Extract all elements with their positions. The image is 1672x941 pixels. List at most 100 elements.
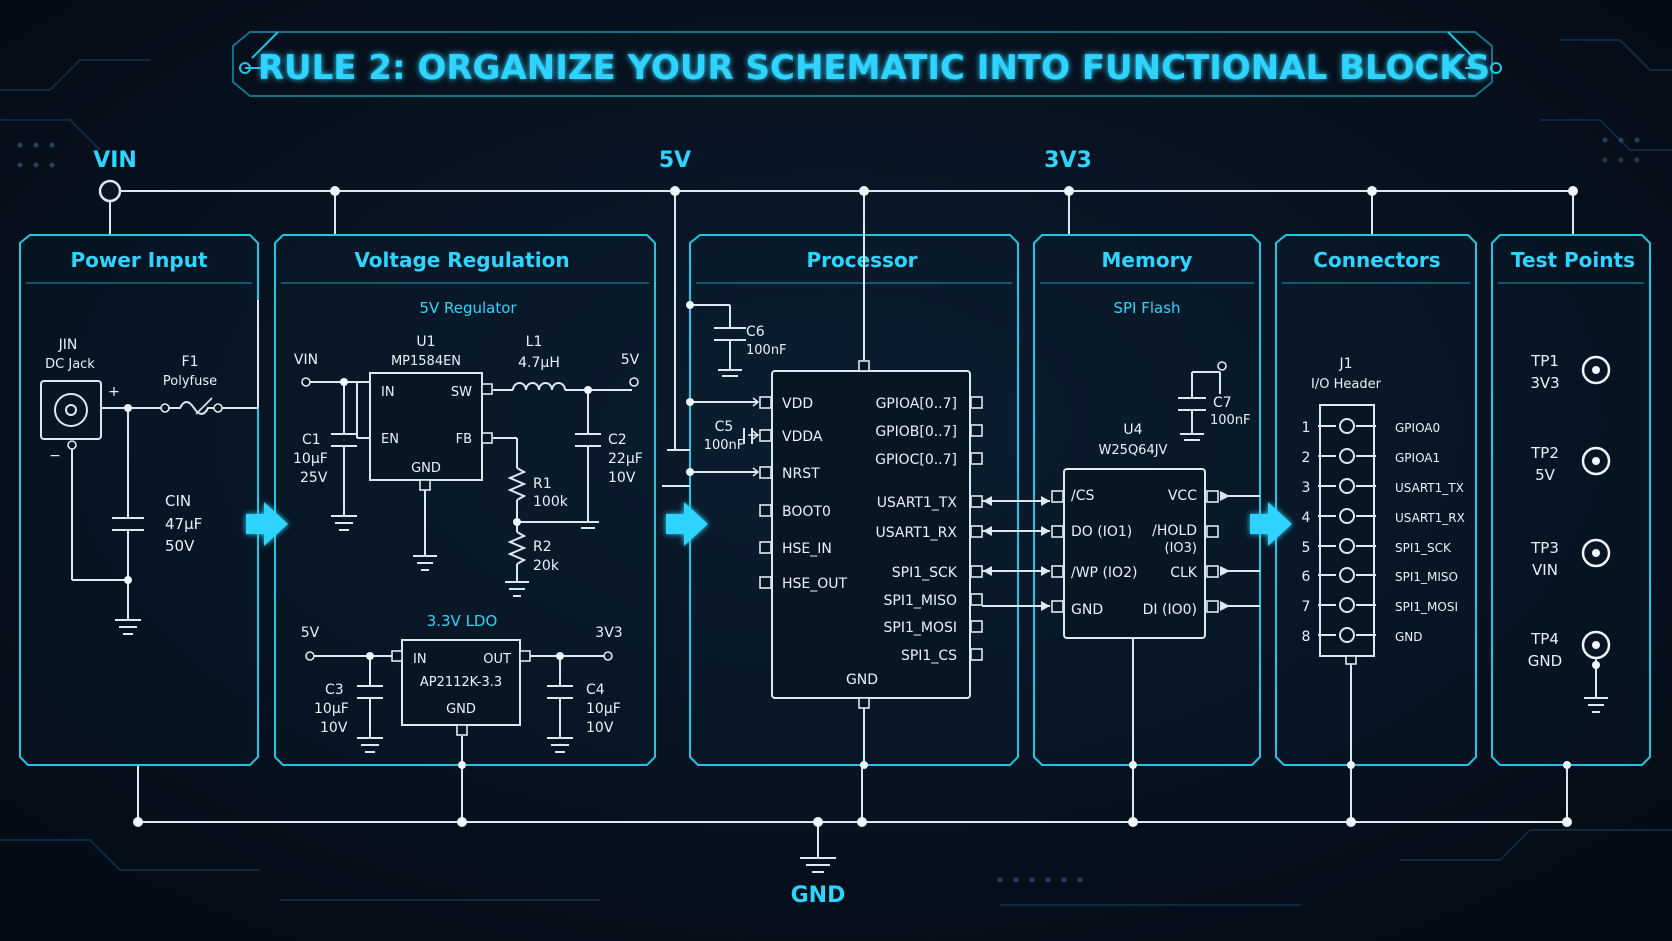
ldo-wiring xyxy=(314,655,604,765)
u1-pin-sw-label: SW xyxy=(451,385,472,400)
junction xyxy=(860,761,868,769)
reg5v-vin-terminal xyxy=(301,377,311,387)
c7-value: 100nF xyxy=(1210,413,1251,428)
j1-signal-7: SPI1_MOSI xyxy=(1395,600,1458,614)
junction xyxy=(124,576,132,584)
rail-label-vin: VIN xyxy=(93,148,137,173)
cin-value: 47μF xyxy=(165,515,202,533)
spi-bus-wiring xyxy=(982,500,1050,607)
block-title-connectors: Connectors xyxy=(1313,248,1440,272)
flash-pin-di: DI (IO0) xyxy=(1143,602,1197,618)
j1-signal-6: SPI1_MISO xyxy=(1395,570,1458,584)
ldo-pin-out-label: OUT xyxy=(483,652,511,667)
ldo-5v-terminal xyxy=(305,651,315,661)
mcu-left-pin-stubs xyxy=(748,396,772,589)
r2-value: 20k xyxy=(533,558,560,574)
reg5v-5v-terminal xyxy=(629,377,639,387)
ldo-subtitle: 3.3V LDO xyxy=(427,612,498,630)
junction xyxy=(686,301,694,309)
c7-3v3-terminal xyxy=(1217,361,1227,371)
inductor-l1 xyxy=(512,382,566,391)
jin-minus: − xyxy=(49,448,61,464)
u1-part: MP1584EN xyxy=(391,354,461,369)
flash-pin-clk: CLK xyxy=(1170,565,1198,581)
junction xyxy=(686,468,694,476)
ldo-pin-out xyxy=(519,650,531,662)
ldo-3v3-terminal xyxy=(603,651,613,661)
polyfuse-symbol xyxy=(160,397,223,415)
cin-ref: CIN xyxy=(165,492,191,510)
c2-ref: C2 xyxy=(608,432,627,448)
u1-pin-fb xyxy=(481,432,493,444)
c3-value: 10μF xyxy=(314,701,349,717)
mcu-right-pin-stubs xyxy=(970,396,983,661)
c1-ref: C1 xyxy=(302,432,321,448)
flash-pin-stubs xyxy=(1051,490,1230,613)
rail-label-3v3: 3V3 xyxy=(1044,148,1092,173)
flash-pin-vcc: VCC xyxy=(1168,488,1197,504)
tp2-ref: TP2 xyxy=(1530,444,1559,462)
r1-ref: R1 xyxy=(533,476,552,492)
test-point-symbols xyxy=(1563,355,1611,769)
j1-pin-number-3: 3 xyxy=(1302,480,1311,496)
reg5v-vout-label: 5V xyxy=(621,352,640,368)
mcu-pin-usart1-tx: USART1_TX xyxy=(877,495,958,511)
mcu-pin-gnd: GND xyxy=(846,672,878,688)
j1-wiring xyxy=(1318,425,1376,765)
c7-ref: C7 xyxy=(1213,395,1232,411)
u1-pin-in-label: IN xyxy=(381,385,395,400)
junction xyxy=(340,378,348,386)
j1-pin-number-8: 8 xyxy=(1302,629,1311,645)
u1-pin-gnd xyxy=(419,479,431,491)
junction xyxy=(513,518,521,526)
ldo-pin-gnd-label: GND xyxy=(446,702,476,717)
c3-voltage: 10V xyxy=(320,720,348,736)
mcu-pin-usart1-rx: USART1_RX xyxy=(876,525,958,541)
c4-voltage: 10V xyxy=(586,720,614,736)
junction xyxy=(366,652,374,660)
j1-pin-number-6: 6 xyxy=(1302,569,1311,585)
rail-label-5v: 5V xyxy=(659,148,691,173)
c2-voltage: 10V xyxy=(608,470,636,486)
rail-drops xyxy=(109,191,1574,873)
dc-jack-symbol xyxy=(40,380,102,450)
power-input-wiring xyxy=(71,300,259,635)
mcu-pin-vdd-top xyxy=(858,360,870,372)
j1-pin-number-7: 7 xyxy=(1302,599,1311,615)
reg5v-wiring xyxy=(310,381,632,597)
j1-pin-number-4: 4 xyxy=(1302,510,1311,526)
r1-value: 100k xyxy=(533,494,569,510)
j1-pins xyxy=(1339,418,1355,643)
reg5v-subtitle: 5V Regulator xyxy=(419,299,517,317)
mcu-pin-hse-out: HSE_OUT xyxy=(782,576,848,592)
junction xyxy=(458,761,466,769)
f1-ref: F1 xyxy=(182,354,199,370)
junction xyxy=(1347,761,1355,769)
j1-signal-5: SPI1_SCK xyxy=(1395,541,1452,555)
jin-name: DC Jack xyxy=(45,357,95,372)
l1-ref: L1 xyxy=(526,334,543,350)
tp3-net: VIN xyxy=(1532,561,1558,579)
mcu-pin-spi1-miso: SPI1_MISO xyxy=(884,593,957,609)
junction xyxy=(686,398,694,406)
mcu-pin-vdd: VDD xyxy=(782,396,813,412)
background-dots xyxy=(17,137,1640,883)
c6-value: 100nF xyxy=(746,343,787,358)
ldo-vout-label: 3V3 xyxy=(595,625,622,641)
j1-ref: J1 xyxy=(1338,356,1352,372)
flash-pin-cs: /CS xyxy=(1071,488,1094,504)
mcu-pin-boot0: BOOT0 xyxy=(782,504,831,520)
mcu-pin-vdda: VDDA xyxy=(782,429,823,445)
l1-value: 4.7μH xyxy=(518,355,560,371)
c5-ref: C5 xyxy=(715,419,734,435)
j1-pin-number-2: 2 xyxy=(1302,450,1311,466)
ldo-pin-in xyxy=(391,650,403,662)
ldo-pin-in-label: IN xyxy=(413,652,427,667)
flash-pin-hold-sub: (IO3) xyxy=(1165,541,1197,556)
background-decoration xyxy=(0,39,1672,906)
r2-ref: R2 xyxy=(533,539,552,555)
j1-body xyxy=(1319,404,1375,657)
j1-signal-1: GPIOA0 xyxy=(1395,421,1440,435)
j1-pin-number-5: 5 xyxy=(1302,540,1311,556)
